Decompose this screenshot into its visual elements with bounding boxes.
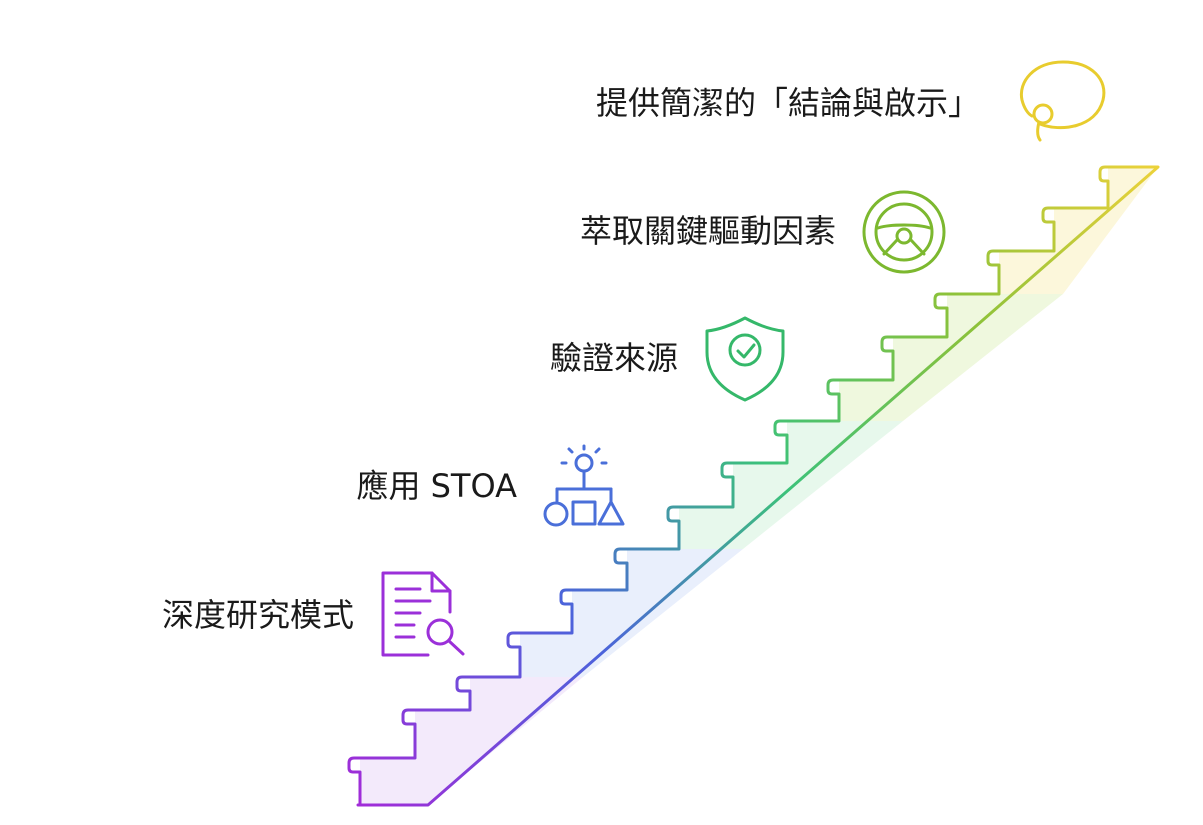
step-label-key-drivers: 萃取關鍵驅動因素: [580, 212, 836, 250]
steering-wheel-icon: [862, 190, 946, 274]
step-label-apply-stoa: 應用 STOA: [356, 467, 517, 505]
stair-section-3: [679, 421, 903, 549]
stair-section-5: [999, 167, 1158, 294]
staircase-outline: [347, 165, 1160, 807]
stair-section-2: [520, 549, 743, 677]
step-label-verify-sources: 驗證來源: [550, 339, 678, 377]
step-label-deep-research: 深度研究模式: [162, 596, 354, 634]
step-label-conclusions: 提供簡潔的「結論與啟示」: [596, 84, 980, 122]
stair-section-1: [360, 677, 583, 805]
speech-bubble-icon: [1019, 60, 1106, 142]
lightbulb-shapes-icon: [543, 444, 625, 527]
stair-section-4: [839, 294, 1063, 421]
document-search-icon: [381, 571, 465, 657]
shield-check-icon: [705, 316, 785, 402]
